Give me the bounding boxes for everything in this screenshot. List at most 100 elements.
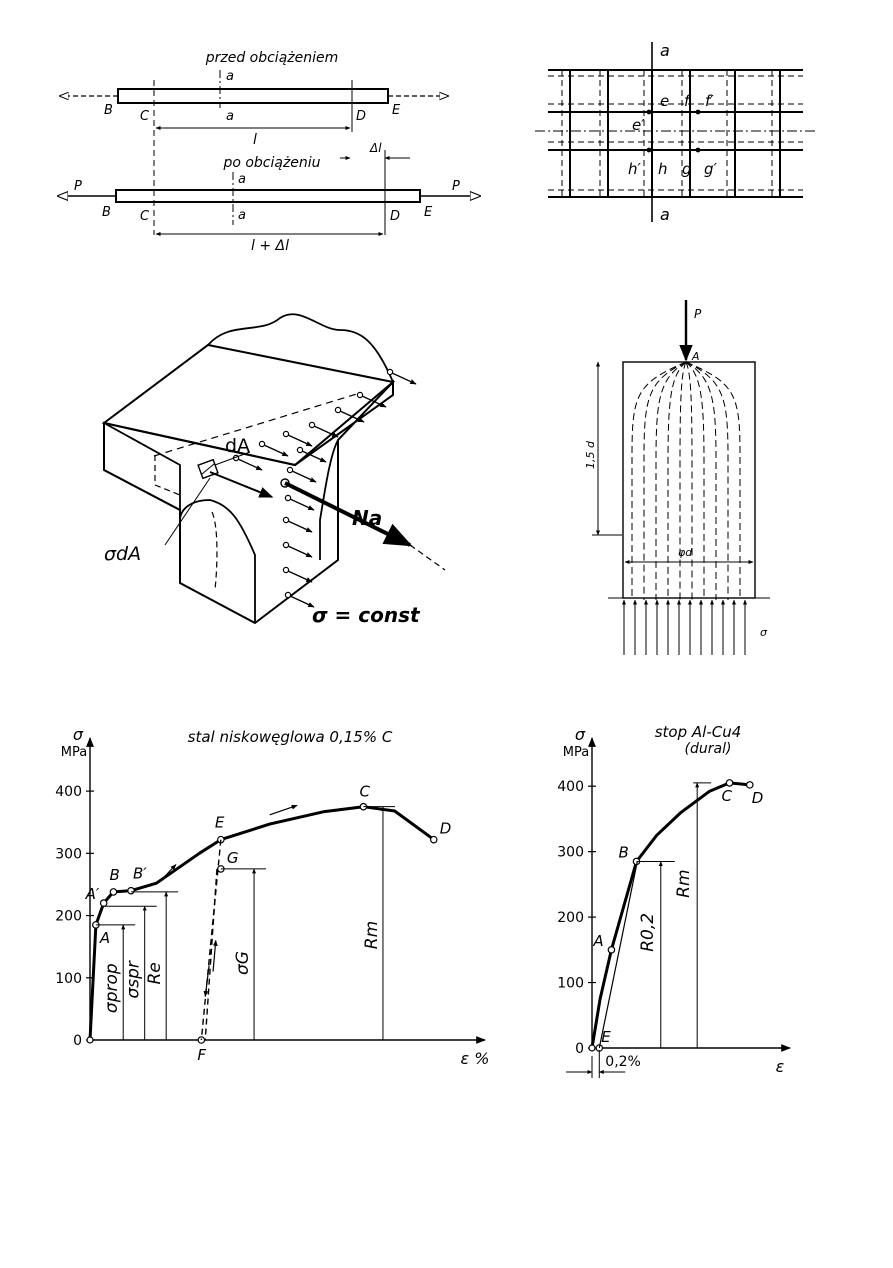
x-axis-label: ε	[776, 1057, 785, 1076]
point-label: B′	[133, 865, 147, 883]
stress-arrow-origin	[296, 446, 304, 454]
y-tick-label: 400	[55, 784, 82, 800]
unload-line	[200, 839, 222, 1041]
point-label: B	[619, 843, 629, 861]
grid-label-a-bot: a	[660, 205, 670, 224]
stress-flow-line	[685, 361, 741, 600]
title-before-load: przed obciążeniem	[205, 50, 339, 66]
y-tick-label: 100	[557, 976, 584, 992]
stress-spread-figure: P A 1,5 d φd σ	[584, 300, 770, 655]
bar-front-face	[103, 421, 181, 512]
direction-arrow	[269, 804, 298, 816]
stress-arrow-origin	[356, 391, 364, 399]
grid-label-f: f	[684, 92, 692, 110]
label-E-top: E	[392, 103, 401, 118]
label-l-plus-dl: l + Δl	[251, 238, 289, 254]
point-label: D	[440, 820, 452, 838]
stress-arrow-origin	[284, 494, 292, 502]
label-sigma-dA: σdA	[104, 543, 141, 565]
point-label: E	[215, 814, 225, 832]
stress-arrow-origin	[286, 466, 294, 474]
y-axis-unit: MPa	[61, 745, 87, 760]
stress-label: Re	[145, 962, 165, 984]
lower-stub-outline	[179, 499, 256, 623]
chart-title: stal niskowęglowa 0,15% C	[188, 728, 393, 746]
stress-arrow-origin	[308, 421, 316, 429]
stress-arrows	[232, 368, 417, 608]
hidden-edge-front	[154, 455, 181, 496]
y-tick-label: 0	[575, 1041, 584, 1057]
point-D	[745, 781, 754, 789]
stress-flow-line	[685, 361, 729, 600]
leader-dA	[214, 451, 251, 466]
x-axis-label: ε %	[461, 1049, 490, 1068]
grid-label-a-top: a	[660, 41, 670, 60]
unload-arrow	[203, 965, 210, 998]
point-A′	[99, 899, 108, 907]
chart-title: stop Al-Cu4	[655, 723, 742, 741]
label-Na: Na	[352, 506, 382, 530]
label-P-right: P	[452, 179, 460, 194]
point-D	[429, 835, 438, 844]
stress-arrow	[287, 434, 313, 447]
label-1-5d: 1,5 d	[584, 440, 597, 469]
label-B-bot: B	[102, 205, 111, 220]
bar-elongation-figure: przed obciążeniem a a B C D E l Δl po ob…	[58, 50, 480, 254]
point-B	[109, 888, 118, 896]
label-a-mid: a	[226, 109, 234, 124]
stress-arrow-origin	[258, 440, 266, 448]
stress-flow-lines	[631, 361, 741, 600]
y-axis-label: σ	[73, 725, 84, 744]
point-C	[725, 779, 734, 787]
hidden-edge-top	[153, 392, 361, 457]
stress-label: Rm	[362, 921, 382, 949]
stress-arrow	[287, 570, 313, 583]
point-label: A	[592, 932, 603, 950]
stress-arrow	[301, 450, 327, 463]
point-label: A	[99, 929, 110, 947]
point-label: E	[601, 1028, 611, 1046]
label-phi-d: φd	[678, 546, 693, 559]
offset-label: 0,2%	[605, 1054, 641, 1070]
grid-node	[695, 109, 701, 115]
point-label: C	[359, 783, 370, 801]
stress-flow-line	[667, 361, 687, 600]
origin-point	[588, 1044, 596, 1052]
point-label: B	[109, 866, 119, 884]
stress-arrow	[291, 470, 317, 483]
dA-element	[197, 458, 219, 480]
hidden-edge-stub	[211, 511, 218, 591]
label-a-bot: a	[238, 208, 246, 223]
label-D-bot: D	[390, 209, 400, 224]
Na-origin	[280, 478, 290, 488]
stress-strain-curve	[88, 805, 435, 1041]
offset-line	[598, 861, 638, 1049]
label-P-left: P	[74, 179, 82, 194]
grid-node	[695, 147, 701, 153]
label-delta-l: Δl	[369, 141, 382, 155]
grid-label-h: h	[658, 160, 668, 178]
stress-label: Rm	[674, 869, 694, 897]
reload-arrow	[212, 939, 218, 972]
stress-label: σprop	[102, 963, 122, 1013]
stress-arrow-origin	[282, 516, 290, 524]
stress-flow-line	[655, 361, 687, 600]
label-D-top: D	[356, 109, 366, 124]
reload-line	[204, 868, 218, 1041]
stress-arrow	[289, 498, 315, 511]
point-label: C	[722, 787, 733, 805]
stress-flow-line	[685, 361, 693, 600]
label-C-bot: C	[140, 209, 150, 224]
y-tick-label: 400	[557, 779, 584, 795]
label-P-fig4: P	[694, 307, 702, 321]
label-sigma-fig4: σ	[760, 626, 768, 639]
y-tick-label: 200	[557, 910, 584, 926]
stress-arrow-origin	[282, 566, 290, 574]
stress-label: σspr	[124, 960, 144, 998]
y-axis-unit: MPa	[563, 745, 589, 760]
stress-flow-line	[679, 361, 687, 600]
y-tick-label: 100	[55, 971, 82, 987]
stress-arrow	[361, 395, 387, 408]
